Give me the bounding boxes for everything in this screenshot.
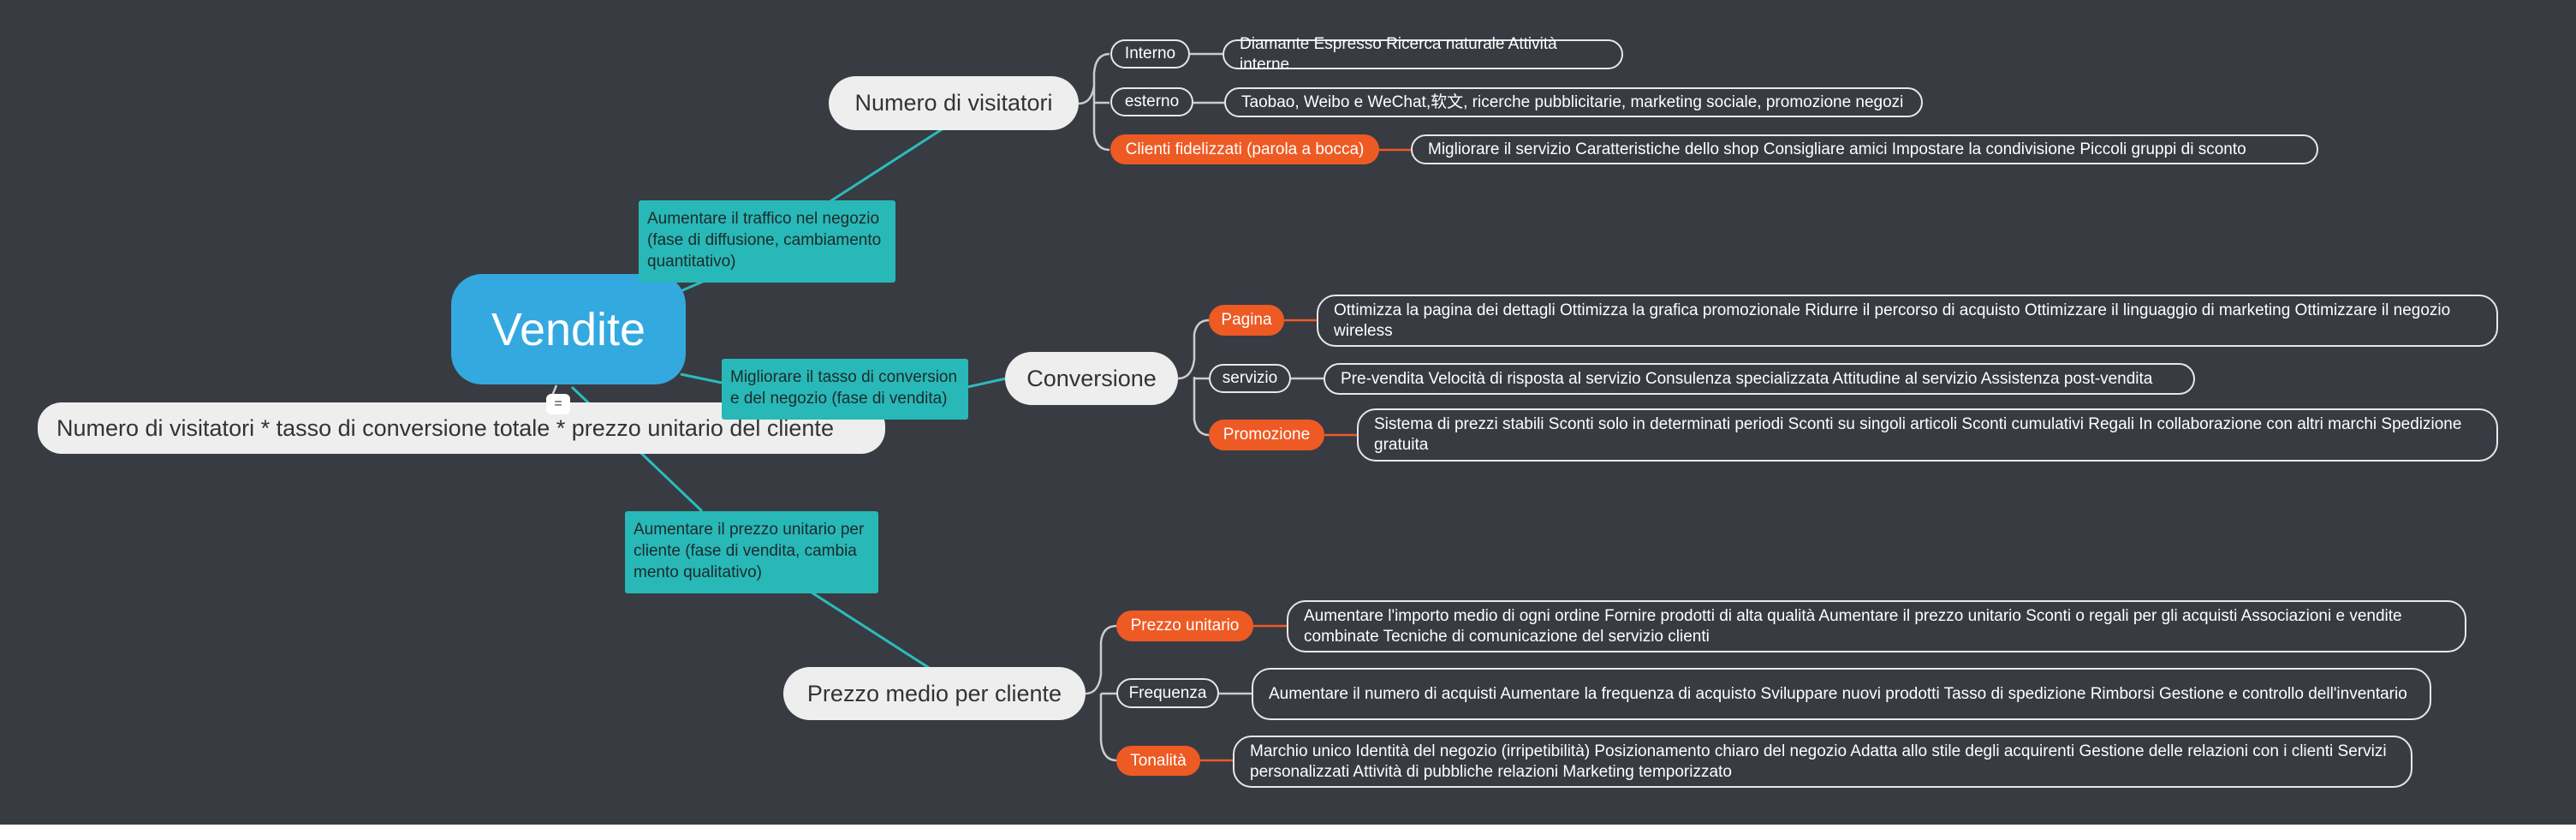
detail-pagina: Ottimizza la pagina dei dettagli Ottimiz…	[1317, 295, 2498, 347]
fan-visitatori	[1078, 52, 1110, 152]
formula-marker: =	[546, 394, 570, 414]
connector-note-visitatori-branch	[830, 123, 949, 203]
detail-prezzo-unitario: Aumentare l'importo medio di ogni ordine…	[1287, 600, 2466, 652]
connector-note-conversione-branch	[967, 377, 1007, 389]
fan-conversione	[1177, 319, 1210, 437]
note-traffico: Aumentare il traffico nel negozio (fase …	[639, 200, 895, 283]
tag-interno[interactable]: Interno	[1110, 39, 1190, 69]
tag-tonalita[interactable]: Tonalità	[1116, 746, 1200, 776]
detail-promozione: Sistema di prezzi stabili Sconti solo in…	[1357, 408, 2498, 462]
tag-promozione[interactable]: Promozione	[1209, 420, 1324, 450]
note-prezzo-unitario: Aumentare il prezzo unitario per cliente…	[625, 511, 878, 593]
detail-interno: Diamante Espresso Ricerca naturale Attiv…	[1223, 35, 1623, 74]
bottom-strip	[0, 825, 2576, 840]
connector-note-prezzo-branch	[808, 589, 937, 674]
detail-clienti-fidelizzati: Migliorare il servizio Caratteristiche d…	[1411, 134, 2318, 164]
connector-root-note-conversione	[680, 372, 723, 384]
tag-servizio[interactable]: servizio	[1209, 364, 1291, 393]
tag-clienti-fidelizzati[interactable]: Clienti fidelizzati (parola a bocca)	[1110, 134, 1379, 164]
tag-pagina[interactable]: Pagina	[1209, 305, 1284, 336]
detail-frequenza: Aumentare il numero di acquisti Aumentar…	[1252, 668, 2431, 720]
branch-numero-visitatori[interactable]: Numero di visitatori	[829, 76, 1079, 130]
branch-conversione[interactable]: Conversione	[1005, 352, 1178, 405]
detail-tonalita: Marchio unico Identità del negozio (irri…	[1233, 736, 2412, 788]
branch-prezzo-medio[interactable]: Prezzo medio per cliente	[783, 667, 1086, 720]
tag-prezzo-unitario[interactable]: Prezzo unitario	[1116, 611, 1253, 641]
detail-esterno: Taobao, Weibo e WeChat,软文, ricerche pubb…	[1224, 87, 1923, 117]
fan-prezzo	[1085, 624, 1117, 762]
tag-frequenza[interactable]: Frequenza	[1116, 678, 1219, 708]
detail-servizio: Pre-vendita Velocità di risposta al serv…	[1324, 363, 2195, 395]
tag-esterno[interactable]: esterno	[1110, 87, 1193, 116]
root-node-vendite[interactable]: Vendite	[451, 274, 686, 384]
note-tasso-conversione: Migliorare il tasso di conversion e del …	[722, 359, 968, 420]
